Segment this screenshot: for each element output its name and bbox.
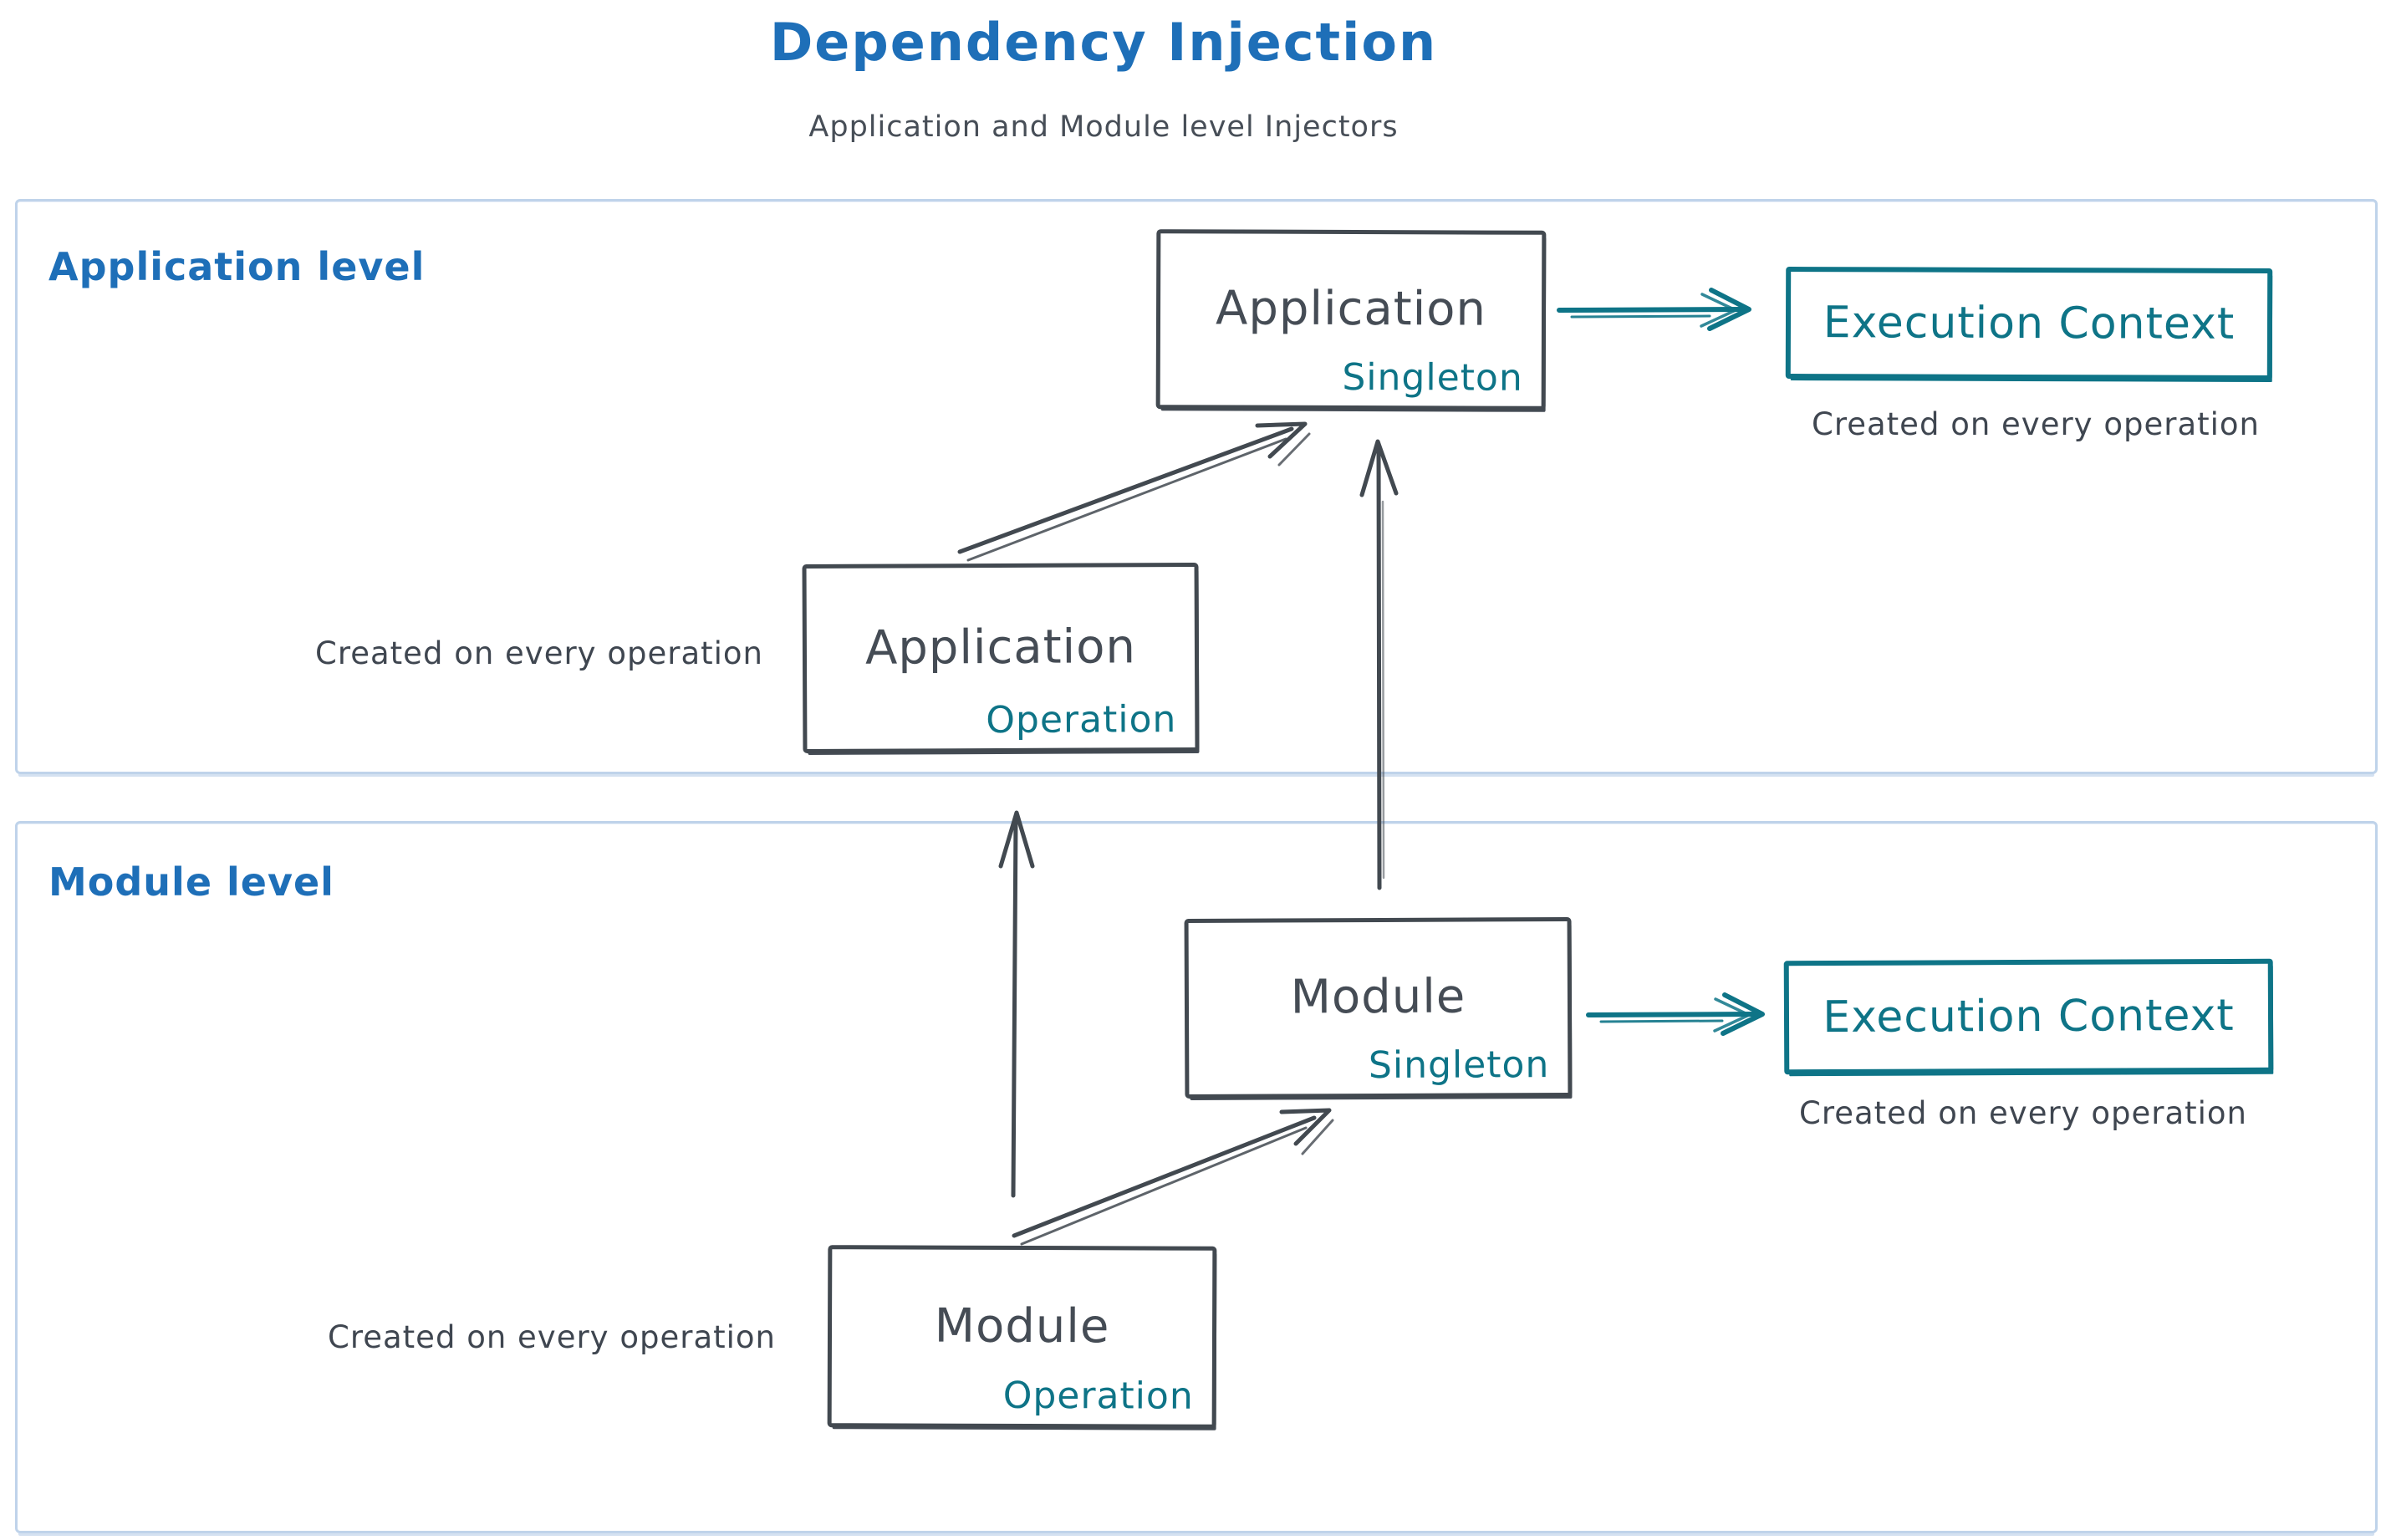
application-singleton-tag: Singleton — [1342, 355, 1523, 400]
module-execution-context-box: Execution Context — [1783, 958, 2274, 1075]
application-operation-tag: Operation — [986, 698, 1177, 742]
application-level-frame — [15, 199, 2378, 774]
application-level-label: Application level — [48, 244, 426, 289]
module-singleton-box: Module Singleton — [1184, 916, 1573, 1099]
application-execution-context-box: Execution Context — [1785, 266, 2273, 381]
module-operation-tag: Operation — [1002, 1374, 1194, 1418]
module-level-frame — [15, 821, 2378, 1533]
module-execution-context-label: Execution Context — [1823, 990, 2235, 1043]
module-singleton-tag: Singleton — [1368, 1043, 1550, 1088]
application-operation-title: Application — [864, 619, 1137, 676]
module-singleton-title: Module — [1290, 969, 1466, 1025]
diagram-title: Dependency Injection — [769, 12, 1438, 73]
module-execution-caption: Created on every operation — [1799, 1095, 2247, 1131]
application-execution-context-label: Execution Context — [1823, 298, 2236, 349]
application-execution-caption: Created on every operation — [1812, 406, 2260, 442]
application-singleton-box: Application Singleton — [1155, 229, 1547, 410]
application-singleton-title: Application — [1215, 281, 1487, 337]
diagram-subtitle: Application and Module level Injectors — [808, 110, 1399, 144]
application-operation-box: Application Operation — [802, 562, 1200, 754]
application-operation-caption: Created on every operation — [315, 635, 763, 671]
module-operation-caption: Created on every operation — [328, 1319, 776, 1355]
module-operation-title: Module — [934, 1298, 1110, 1354]
module-operation-box: Module Operation — [827, 1245, 1217, 1429]
module-level-label: Module level — [48, 859, 334, 905]
